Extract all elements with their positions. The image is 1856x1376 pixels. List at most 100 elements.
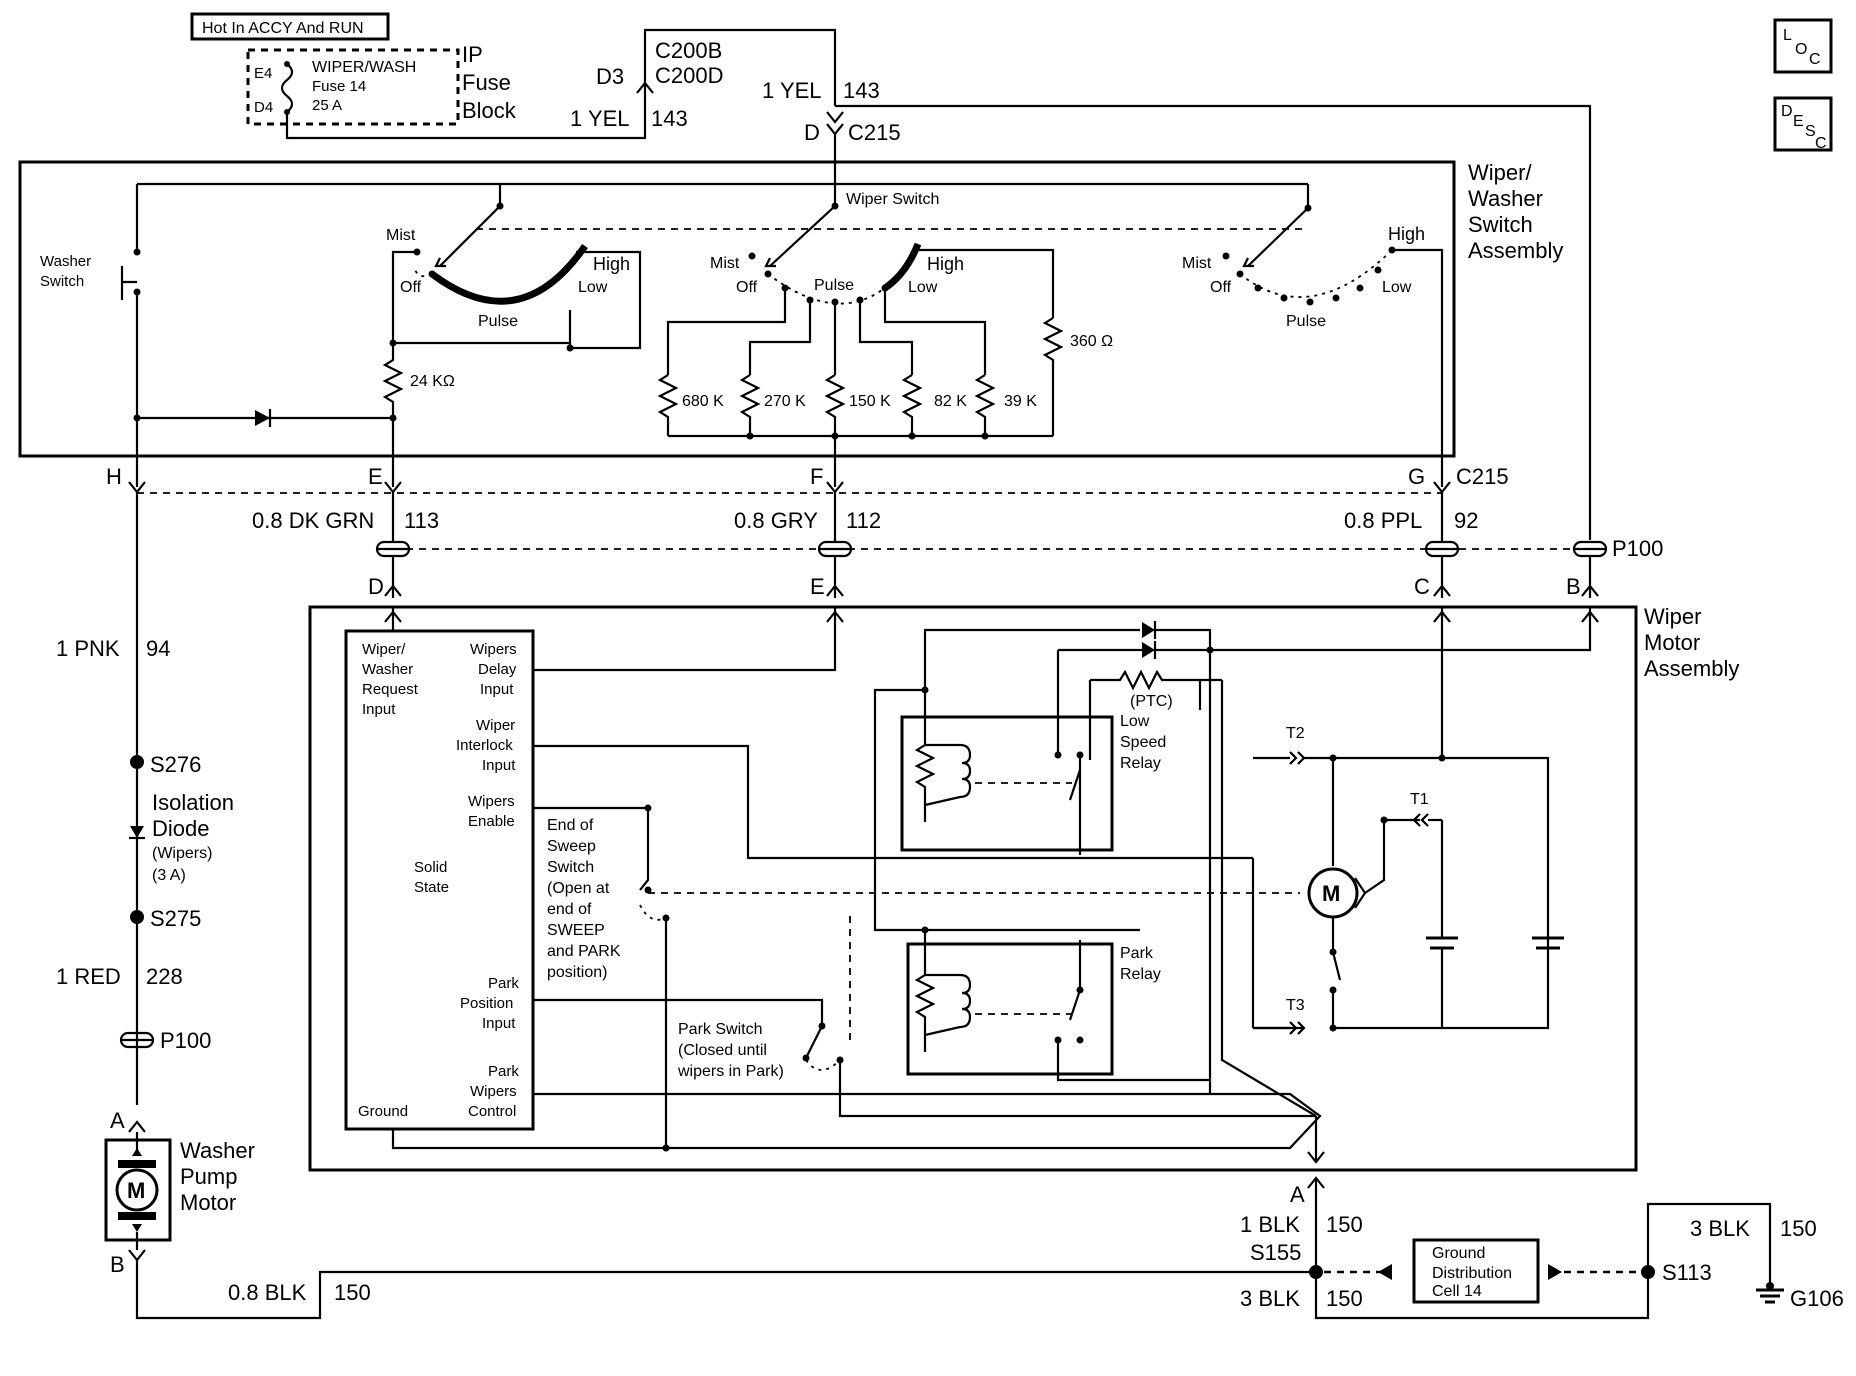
svg-text:E: E bbox=[1793, 113, 1804, 130]
ss-ground-label: Ground bbox=[358, 1103, 408, 1120]
ip-fuse-block: Hot In ACCY And RUN E4 D4 WIPER/WASH Fus… bbox=[190, 12, 647, 140]
fuse-block-label-2: Fuse bbox=[462, 70, 511, 95]
c215-name: C215 bbox=[1456, 464, 1509, 489]
pump-motor-label: M bbox=[127, 1178, 145, 1203]
ground-w2-circuit: 150 bbox=[1326, 1286, 1363, 1311]
wash-pulse-label: Pulse bbox=[478, 313, 518, 330]
resistor-82k bbox=[901, 374, 923, 436]
pump-pin-b: B bbox=[110, 1252, 125, 1277]
wash-low-label: Low bbox=[578, 279, 608, 296]
fuse-symbol bbox=[280, 63, 294, 113]
p100-connector-row: 0.8 DK GRN 113 0.8 GRY 112 0.8 PPL 92 P1… bbox=[252, 508, 1663, 599]
ss-enable-label: Enable bbox=[468, 813, 515, 830]
gang-mist-label: Mist bbox=[1182, 255, 1212, 272]
gang-pulse-arc bbox=[1239, 249, 1393, 298]
wash-high-wire bbox=[568, 250, 642, 350]
motor-assembly-title-3: Assembly bbox=[1644, 656, 1739, 681]
side-icons: L O C D E S C bbox=[1773, 18, 1833, 152]
motor-pin-d: D bbox=[368, 574, 384, 599]
fuse-block-label-3: Block bbox=[462, 98, 517, 123]
park-switch bbox=[805, 1025, 823, 1059]
splice-s113: S113 bbox=[1662, 1260, 1712, 1285]
wash-mist-label: Mist bbox=[386, 227, 416, 244]
isolation-diode-label-3: (Wipers) bbox=[152, 845, 212, 862]
c200-name-2: C200D bbox=[655, 63, 723, 88]
wash-high-label: High bbox=[593, 254, 630, 274]
solid-state-module bbox=[344, 629, 535, 1131]
wiper-switch-label: Wiper Switch bbox=[846, 191, 939, 208]
switch-assembly-title-1: Wiper/ bbox=[1468, 160, 1532, 185]
motor-t1-label: T1 bbox=[1410, 791, 1429, 808]
svg-text:L: L bbox=[1783, 27, 1792, 44]
red-wire-color: 1 RED bbox=[56, 964, 121, 989]
c200-name-1: C200B bbox=[655, 38, 722, 63]
isolation-diode-label-4: (3 A) bbox=[152, 867, 186, 884]
ss-delay-input: Input bbox=[480, 681, 514, 698]
pump-ground-wire bbox=[135, 1260, 1316, 1320]
wiper-off-label: Off bbox=[736, 279, 758, 296]
ground-g106: G106 bbox=[1790, 1286, 1844, 1311]
ptc-resistor bbox=[1090, 669, 1202, 710]
interlock-wire bbox=[533, 744, 1253, 860]
c200-wire1-color: 1 YEL bbox=[570, 106, 630, 131]
gang-high-wire bbox=[1392, 248, 1444, 487]
park-relay-resistor bbox=[914, 930, 936, 1052]
svg-text:C: C bbox=[1809, 51, 1821, 68]
pump-label-3: Motor bbox=[180, 1190, 236, 1215]
pump-pin-a: A bbox=[110, 1108, 125, 1133]
eos-label-1: End of bbox=[547, 817, 594, 834]
w92-circuit: 92 bbox=[1454, 508, 1478, 533]
park-switch-label-2: (Closed until bbox=[678, 1042, 767, 1059]
c200-wire2-color: 1 YEL bbox=[762, 78, 822, 103]
resistor-150k-label: 150 K bbox=[849, 393, 891, 410]
battery-feed-b-wire bbox=[835, 104, 1592, 540]
c215-top-chevron bbox=[826, 111, 844, 124]
motor-pin-c: C bbox=[1414, 574, 1430, 599]
w112-color: 0.8 GRY bbox=[734, 508, 818, 533]
resistor-270k bbox=[739, 374, 761, 436]
pump-label-2: Pump bbox=[180, 1164, 237, 1189]
ss-request-label: Request bbox=[362, 681, 419, 698]
c215-pin-f: F bbox=[810, 464, 823, 489]
wiper-motor-label: M bbox=[1322, 881, 1340, 906]
ss-interlock-wiper: Wiper bbox=[476, 717, 515, 734]
c200-connector: D3 C200B C200D 1 YEL 143 1 YEL 143 bbox=[570, 28, 880, 131]
c215-pin-e: E bbox=[368, 464, 383, 489]
lsr-label-1: Low bbox=[1120, 713, 1150, 730]
hot-label: Hot In ACCY And RUN bbox=[202, 20, 364, 37]
lsr-contact bbox=[1068, 769, 1082, 801]
p100-left-label: P100 bbox=[160, 1028, 211, 1053]
ss-park-wipers-label: Park bbox=[488, 1063, 519, 1080]
resistor-150k bbox=[824, 374, 846, 487]
motor-pin-b: B bbox=[1566, 574, 1581, 599]
desc-icon[interactable] bbox=[1773, 96, 1833, 152]
red-wire-circuit: 228 bbox=[146, 964, 183, 989]
ss-enable-wipers: Wipers bbox=[468, 793, 515, 810]
eos-label-7: and PARK bbox=[547, 943, 621, 960]
ss-control-label: Control bbox=[468, 1103, 516, 1120]
c215-top-name: C215 bbox=[848, 120, 901, 145]
resistor-82k-label: 82 K bbox=[934, 393, 967, 410]
switch-assembly-title-3: Switch bbox=[1468, 212, 1533, 237]
park-switch-label-1: Park Switch bbox=[678, 1021, 762, 1038]
ss-park-label: Park bbox=[488, 975, 519, 992]
gang-low-label: Low bbox=[1382, 279, 1412, 296]
motor-assembly-title-2: Motor bbox=[1644, 630, 1700, 655]
loc-icon[interactable] bbox=[1773, 18, 1833, 74]
resistor-680k-label: 680 K bbox=[682, 393, 724, 410]
motor-diode-2-icon bbox=[1142, 642, 1155, 658]
wiper-washer-switch-assembly: Wiper/ Washer Switch Assembly Washer Swi… bbox=[18, 160, 1563, 487]
isolation-diode-label-2: Diode bbox=[152, 816, 209, 841]
p100-label: P100 bbox=[1612, 536, 1663, 561]
splice-s276: S276 bbox=[150, 752, 201, 777]
motor-t3-label: T3 bbox=[1286, 997, 1305, 1014]
fuse-number: Fuse 14 bbox=[312, 78, 366, 95]
ground-main-wire bbox=[1314, 1178, 1650, 1320]
wash-wiper-arm bbox=[439, 184, 502, 267]
gang-switch-arm bbox=[1247, 207, 1309, 267]
ss-input-label: Input bbox=[362, 701, 396, 718]
fuse-pin-bottom: D4 bbox=[254, 99, 273, 116]
ss-interlock-label: Interlock bbox=[456, 737, 513, 754]
gang-pulse-label: Pulse bbox=[1286, 313, 1326, 330]
